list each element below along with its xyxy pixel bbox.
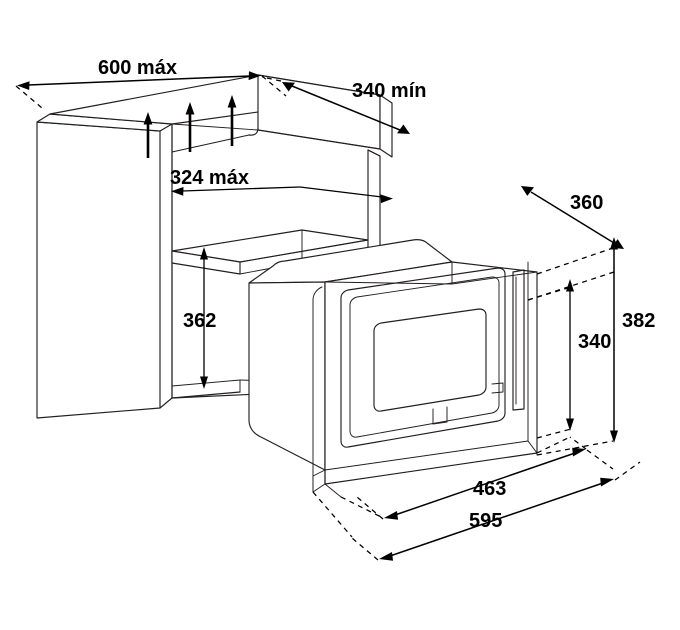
- cabinet-left-panel-bottom-edge: [159, 397, 173, 409]
- appliance-body-width-label: 463: [473, 478, 506, 500]
- appliance-total-height-dimension: 382: [536, 237, 655, 456]
- cabinet-left-panel-outer: [36, 121, 161, 419]
- oven-door-window: [373, 308, 487, 412]
- oven-door-handle: [491, 382, 504, 394]
- ventilation-arrow-1: [143, 112, 153, 158]
- appliance-depth-label: 360: [570, 192, 603, 214]
- cabinet-width-dimension: 600 máx: [15, 57, 287, 109]
- oven-door: [340, 267, 506, 448]
- appliance-trim-width-label: 595: [469, 510, 502, 532]
- appliance-total-height-label: 382: [622, 310, 655, 332]
- cabinet-width-label: 600 máx: [98, 57, 177, 79]
- cabinet-bottom-front-edge: [171, 391, 241, 399]
- niche-clear-width-label: 324 máx: [170, 167, 249, 189]
- microwave-oven: [248, 239, 538, 493]
- cabinet-upstand-fillet: [248, 127, 259, 136]
- appliance-body-height-dimension: 340: [527, 279, 611, 439]
- niche-clear-width-dimension: 324 máx: [170, 167, 393, 204]
- cabinet-depth-dimension: 340 mín: [261, 76, 426, 134]
- cabinet-rear-upstand-edge: [257, 129, 381, 150]
- oven-trim-top-inner-edge: [324, 281, 453, 285]
- oven-trim-left-thickness: [312, 475, 326, 493]
- kitchen-cabinet-niche: [36, 74, 393, 419]
- cabinet-rear-board-thickness: [379, 94, 393, 158]
- oven-door-frame: [349, 276, 500, 438]
- cabinet-niche-top-front-edge: [171, 134, 250, 153]
- cabinet-right-panel-top-edge: [367, 149, 381, 157]
- appliance-body-width-dimension: 463: [356, 436, 614, 520]
- oven-trim-left-thickness-top: [312, 469, 326, 477]
- oven-left-side-face: [248, 281, 326, 471]
- appliance-body-height-label: 340: [578, 331, 611, 353]
- cabinet-depth-label: 340 mín: [352, 80, 426, 102]
- oven-control-panel: [512, 269, 525, 411]
- appliance-trim-width-dimension: 595: [351, 461, 641, 561]
- niche-height-dimension: 362: [183, 247, 216, 389]
- oven-side-trim-edge: [312, 286, 323, 493]
- projection-lines: [312, 271, 571, 538]
- niche-height-label: 362: [183, 310, 216, 332]
- oven-top-face: [248, 239, 453, 284]
- ventilation-arrow-2: [185, 102, 195, 152]
- ventilation-arrow-3: [227, 95, 237, 146]
- airflow-ventilation-arrows: [143, 95, 237, 158]
- oven-door-seam-lower: [432, 406, 448, 425]
- cabinet-top-inner-edge: [171, 123, 259, 131]
